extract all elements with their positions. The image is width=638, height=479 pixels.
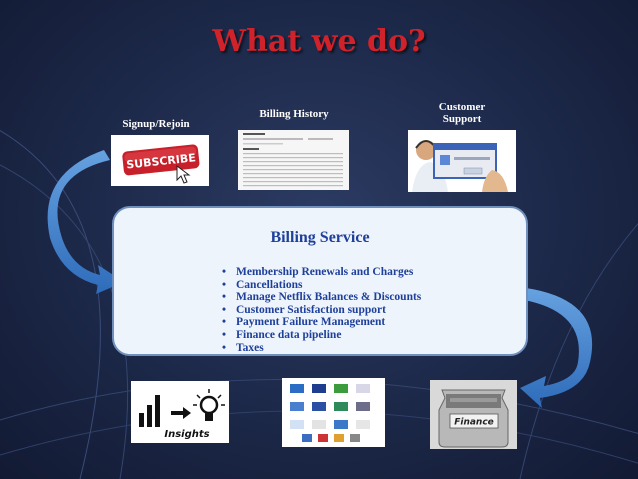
billing-service-list: Membership Renewals and Charges Cancella… [222, 266, 421, 354]
label-customer-support: Customer Support [438, 101, 486, 125]
subscribe-image: SUBSCRIBE [111, 135, 209, 186]
billing-table-icon [238, 130, 349, 190]
page-title: What we do? [212, 24, 426, 59]
finance-image: Finance [430, 380, 517, 449]
customer-support-image [408, 130, 516, 192]
service-item: Membership Renewals and Charges [222, 266, 421, 279]
support-agent-icon [408, 130, 516, 192]
billing-service-title: Billing Service [270, 229, 370, 246]
left-curved-arrow [47, 150, 124, 294]
finance-jar-icon: Finance [430, 380, 517, 449]
service-item: Manage Netflix Balances & Discounts [222, 291, 421, 304]
right-curved-arrow [520, 288, 593, 408]
insights-chart-icon: Insights [131, 381, 229, 443]
service-item: Payment Failure Management [222, 316, 421, 329]
billing-history-image [238, 130, 349, 190]
payment-methods-image [282, 378, 385, 447]
billing-service-box: Billing Service Membership Renewals and … [112, 206, 528, 356]
service-item: Cancellations [222, 279, 421, 292]
insights-image: Insights [131, 381, 229, 443]
service-item: Customer Satisfaction support [222, 304, 421, 317]
subscribe-button-icon: SUBSCRIBE [111, 135, 209, 186]
payment-cards-icon [282, 378, 385, 447]
finance-text: Finance [454, 418, 494, 428]
label-signup-rejoin: Signup/Rejoin [122, 118, 190, 130]
service-item: Finance data pipeline [222, 329, 421, 342]
insights-text: Insights [164, 429, 209, 440]
label-billing-history: Billing History [259, 108, 329, 120]
service-item: Taxes [222, 342, 421, 355]
